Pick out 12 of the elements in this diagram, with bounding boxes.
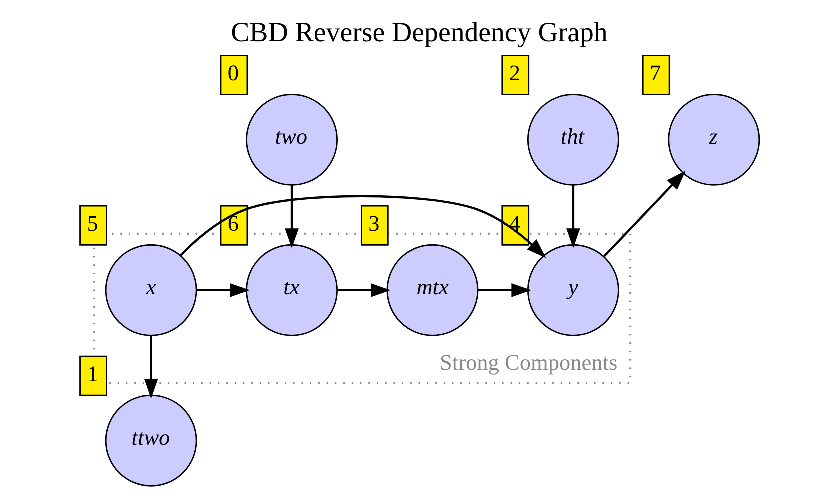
arrow	[144, 336, 158, 399]
arrow	[337, 283, 390, 298]
arrow	[284, 185, 298, 248]
arrow	[180, 195, 546, 258]
node-label: 0	[227, 60, 239, 86]
arrow	[196, 283, 250, 298]
node-label: 2	[508, 60, 520, 86]
arrow	[603, 170, 686, 258]
node-label: 7	[650, 60, 661, 86]
diagram-title: CBD Reverse Dependency Graph	[230, 18, 608, 49]
arrow	[478, 283, 531, 298]
arrow	[566, 185, 580, 248]
